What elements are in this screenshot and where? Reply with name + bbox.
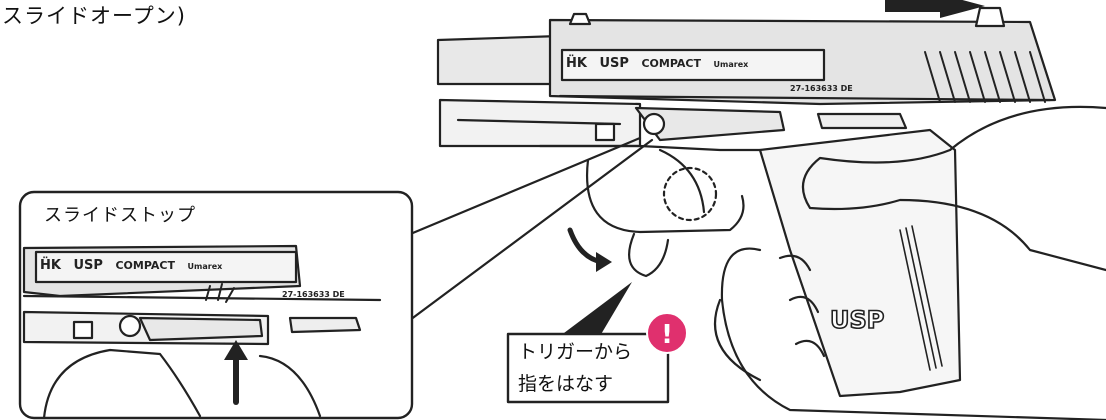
rear-sight (974, 6, 1006, 28)
hand (628, 105, 1106, 420)
inset-variant-text: COMPACT (115, 259, 175, 272)
slide-motion-arrow (885, 0, 985, 18)
caliber-text: Umarex (713, 60, 749, 69)
inset-slide-stop-lever (138, 316, 264, 342)
inset-leader-bottom (408, 138, 654, 322)
trigger-finger-ghost (662, 166, 718, 222)
inset-serial-marking: 27-163633 DE (282, 290, 345, 299)
inset-detail (22, 244, 382, 420)
variant-text: COMPACT (641, 57, 701, 70)
header-text-fragment: スライドオープン) (2, 4, 186, 28)
inset-impact-lines (205, 283, 235, 303)
takedown-lever (816, 112, 908, 130)
grip-texture (899, 225, 943, 371)
callout-box (506, 332, 670, 404)
inset-serial-suffix: DE (332, 290, 345, 299)
inset-leader-top (394, 136, 642, 242)
inset-brand-logo: ḦK (40, 258, 61, 273)
serial-suffix: DE (840, 84, 853, 93)
serial-text: 27-163633 (790, 84, 838, 93)
alert-icon: ! (646, 312, 688, 354)
callout-tail (560, 282, 632, 336)
inset-caliber-text: Umarex (187, 262, 223, 271)
trigger-guard (586, 158, 745, 234)
inset-serial-text: 27-163633 (282, 290, 330, 299)
front-sight (568, 12, 592, 26)
inset-slide-markings: ḦK USP COMPACT Umarex (40, 258, 222, 273)
slide-markings: ḦK USP COMPACT Umarex (566, 56, 748, 76)
brand-logo: ḦK (566, 56, 587, 71)
barrel (436, 34, 562, 86)
inset-marking-plate (34, 250, 298, 284)
pistol-main (436, 6, 1057, 398)
inset-title: スライドストップ (44, 205, 196, 226)
trigger (658, 148, 706, 214)
slide-marking-plate (560, 48, 826, 82)
serial-marking: 27-163633 DE (790, 84, 853, 93)
grip (758, 128, 962, 398)
callout-line-2: 指をはなす (518, 373, 614, 395)
grip-marking: USP (829, 305, 885, 335)
inset-slide-stop-pivot (118, 314, 142, 338)
slide-serrations (924, 51, 1046, 103)
inset-model-text: USP (73, 258, 103, 273)
callout-line-1: トリガーから (518, 341, 633, 363)
model-text: USP (599, 56, 629, 71)
callout: トリガーから 指をはなす (508, 334, 668, 402)
